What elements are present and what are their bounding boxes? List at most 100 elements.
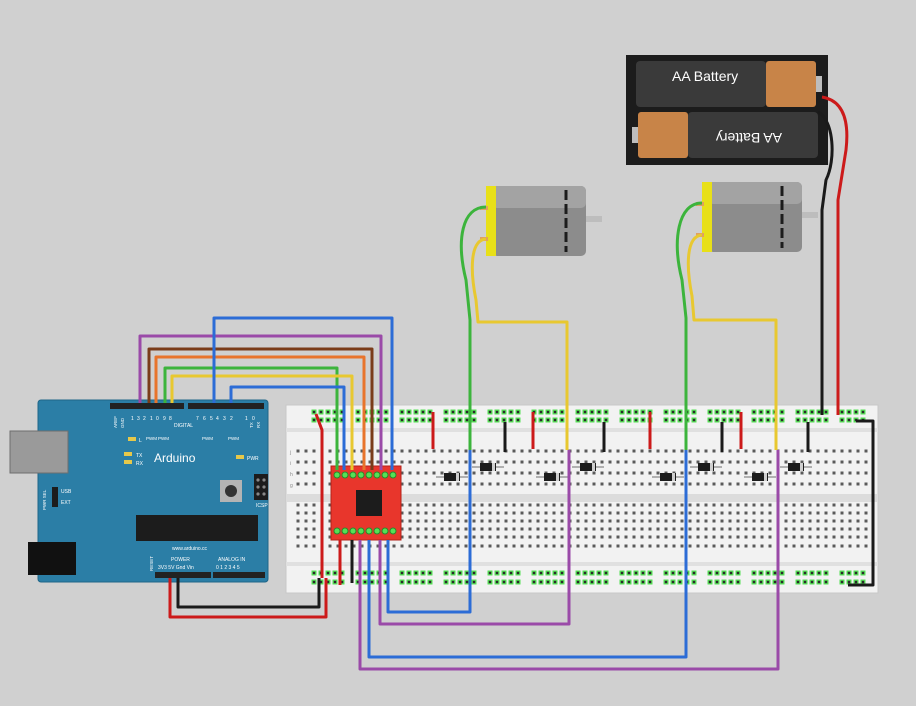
wire-yellow-motor1 xyxy=(470,237,569,450)
diode xyxy=(744,473,776,481)
analog-header xyxy=(213,572,265,578)
label-usb: USB xyxy=(61,489,72,495)
digital-pin-number: 1 xyxy=(245,416,248,422)
digital-pin-number: 4 xyxy=(216,416,219,422)
rx-led xyxy=(124,460,132,464)
wire-purple-signal xyxy=(138,334,383,470)
diode xyxy=(436,473,468,481)
digital-pin-number: 8 xyxy=(169,416,172,422)
battery-holder: AA Battery AA Battery xyxy=(626,55,828,165)
wire-red-rail xyxy=(314,413,324,578)
svg-text:g: g xyxy=(290,483,293,489)
digital-pin-number: 0 xyxy=(252,416,255,422)
label-ext: EXT xyxy=(61,500,71,506)
motor-1 xyxy=(480,186,602,256)
digital-pin-number: 2 xyxy=(230,416,233,422)
driver-chip xyxy=(356,490,382,516)
power-header xyxy=(155,572,211,578)
digital-pin-number: 0 xyxy=(156,416,159,422)
wire-red-5v xyxy=(168,578,328,619)
wire-purple-motor2 xyxy=(358,450,780,671)
label-pwm-2: PWM xyxy=(158,436,169,441)
digital-pin-number: 1 xyxy=(131,416,134,422)
digital-pin-number: 6 xyxy=(203,416,206,422)
label-rx-led: RX xyxy=(136,461,144,467)
arduino-board: Arduino www.arduino.cc DIGITAL PWM PWM P… xyxy=(9,399,269,583)
wire-blue-motor1 xyxy=(386,450,472,614)
digital-pin-number: 5 xyxy=(210,416,213,422)
battery-bottom xyxy=(688,112,818,158)
battery-bottom-label: AA Battery xyxy=(716,130,782,146)
icsp-header xyxy=(254,474,268,500)
label-power: POWER xyxy=(171,557,190,563)
motor-driver-board xyxy=(330,465,402,541)
diode xyxy=(572,463,604,471)
wire-brown-signal xyxy=(147,347,374,470)
wire-orange-signal xyxy=(154,355,366,470)
digital-pin-number: 9 xyxy=(163,416,166,422)
battery-top-label: AA Battery xyxy=(672,68,738,84)
tx-led xyxy=(124,452,132,456)
svg-text:i: i xyxy=(290,461,291,467)
driver-pads xyxy=(333,471,397,535)
wire-black-battery xyxy=(817,110,834,415)
wire-purple-motor1 xyxy=(378,450,571,626)
digital-pin-number: 3 xyxy=(137,416,140,422)
breadboard-holes xyxy=(296,409,868,585)
wire-blue-signal-1 xyxy=(212,316,394,470)
wire-blue-motor2 xyxy=(367,450,688,659)
diode xyxy=(472,463,504,471)
wire-yellow-signal xyxy=(170,374,354,470)
wire-blue-signal-2 xyxy=(229,385,346,470)
label-icsp: ICSP xyxy=(256,503,268,509)
dc-jack xyxy=(28,542,76,575)
wire-black-gnd xyxy=(176,578,321,609)
label-pwr-sel: PWR SEL xyxy=(42,489,47,510)
label-tx-led: TX xyxy=(136,453,143,459)
wire-green-signal xyxy=(163,366,339,470)
label-tx-pin: TX xyxy=(249,422,254,428)
digital-header-left xyxy=(110,403,184,409)
label-pwm-4: PWM xyxy=(228,436,239,441)
wire-black-rail-link xyxy=(848,419,875,587)
pwr-led xyxy=(236,455,244,459)
battery-top xyxy=(636,61,766,107)
label-digital: DIGITAL xyxy=(174,423,193,429)
label-l-led: L xyxy=(139,438,142,444)
label-rx-pin: RX xyxy=(256,422,261,428)
digital-pin-number: 2 xyxy=(143,416,146,422)
diode xyxy=(652,473,684,481)
svg-text:j: j xyxy=(289,450,291,456)
usb-jack xyxy=(9,430,69,474)
label-analog-pins: 0 1 2 3 4 5 xyxy=(216,565,240,571)
label-reset: RESET xyxy=(149,556,154,571)
label-power-pins: 3V3 5V Gnd Vin xyxy=(158,565,194,571)
wire-green-motor2 xyxy=(675,201,703,450)
pwr-sel-jumper xyxy=(52,487,58,507)
arduino-url: www.arduino.cc xyxy=(172,546,208,552)
digital-pin-number: 3 xyxy=(223,416,226,422)
wire-red-battery xyxy=(821,95,849,415)
diode xyxy=(536,473,568,481)
svg-text:h: h xyxy=(290,472,293,478)
motor-2 xyxy=(696,182,818,252)
label-gnd: GND xyxy=(120,417,125,428)
microcontroller-chip xyxy=(136,515,258,541)
label-pwm-1: PWM xyxy=(146,436,157,441)
digital-pin-number: 1 xyxy=(150,416,153,422)
l-led xyxy=(128,437,136,441)
diode xyxy=(690,463,722,471)
wire-green-motor1 xyxy=(459,205,487,450)
label-analog-in: ANALOG IN xyxy=(218,557,246,563)
digital-header-right xyxy=(188,403,264,409)
digital-pin-number: 7 xyxy=(196,416,199,422)
arduino-name: Arduino xyxy=(154,451,196,465)
label-aref: AREF xyxy=(113,416,118,428)
wire-yellow-motor2 xyxy=(686,233,778,450)
diodes xyxy=(436,463,812,481)
label-pwr-led: PWR xyxy=(247,456,259,462)
wires xyxy=(138,95,875,671)
